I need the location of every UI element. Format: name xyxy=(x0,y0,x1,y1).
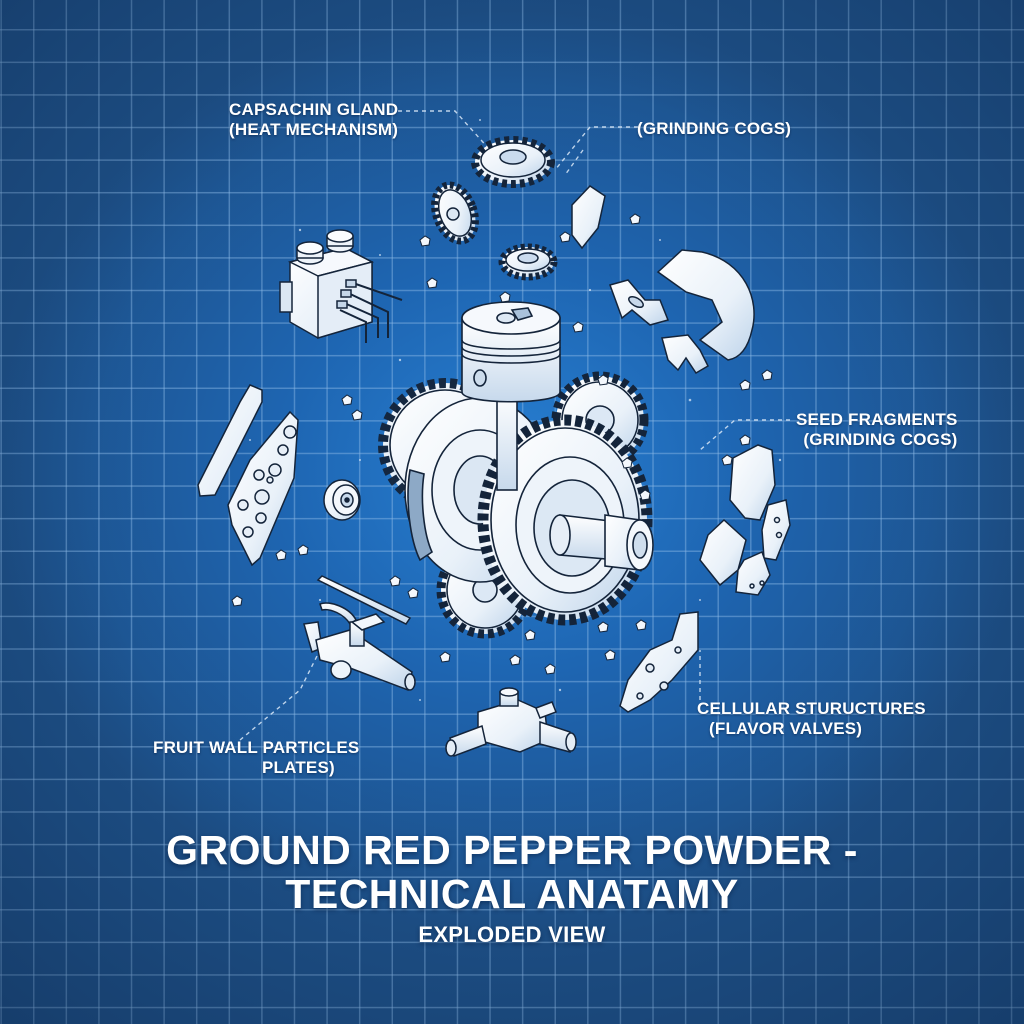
label-fruit-wall-particles-line2: PLATES) xyxy=(262,758,335,777)
leader-lines xyxy=(239,110,790,741)
small-gear-mid xyxy=(498,243,558,281)
perforated-plate xyxy=(227,410,299,567)
seed-fragments xyxy=(699,444,791,596)
label-seed-fragments: SEED FRAGMENTS (GRINDING COGS) xyxy=(796,410,957,450)
small-gear-top xyxy=(471,136,555,188)
title-line-2: TECHNICAL ANATAMY xyxy=(285,871,739,917)
bearing xyxy=(323,479,361,521)
label-capsaicin-gland-line1: CAPSACHIN GLAND xyxy=(229,100,399,119)
title-line-1: GROUND RED PEPPER POWDER - xyxy=(166,827,858,873)
small-gear-left xyxy=(431,181,479,245)
label-seed-fragments-line1: SEED FRAGMENTS xyxy=(796,410,958,429)
subtitle: EXPLODED VIEW xyxy=(418,922,606,947)
label-fruit-wall-particles: FRUIT WALL PARTICLES PLATES) xyxy=(153,738,359,778)
drive-shaft xyxy=(549,514,654,571)
dust xyxy=(249,119,782,701)
cellular-plate xyxy=(619,611,699,713)
bar-fragment xyxy=(197,384,263,497)
label-seed-fragments-line2: (GRINDING COGS) xyxy=(803,430,958,449)
wrench-fragment xyxy=(609,249,755,375)
label-capsaicin-gland-line2: (HEAT MECHANISM) xyxy=(229,120,399,139)
t-valve xyxy=(445,687,577,758)
capsaicin-gland-block xyxy=(279,229,403,343)
label-grinding-cogs-line1: (GRINDING COGS) xyxy=(637,119,792,138)
label-grinding-cogs: (GRINDING COGS) xyxy=(637,119,791,139)
title-block: GROUND RED PEPPER POWDER - TECHNICAL ANA… xyxy=(0,828,1024,950)
label-cellular-structures: CELLULAR STURUCTURES (FLAVOR VALVES) xyxy=(697,699,926,739)
label-capsaicin-gland: CAPSACHIN GLAND (HEAT MECHANISM) xyxy=(229,100,398,140)
label-cellular-structures-line2: (FLAVOR VALVES) xyxy=(709,719,863,738)
valve-pipe xyxy=(303,575,416,692)
piston xyxy=(461,301,561,491)
label-fruit-wall-particles-line1: FRUIT WALL PARTICLES xyxy=(153,738,360,757)
label-cellular-structures-line1: CELLULAR STURUCTURES xyxy=(697,699,926,718)
shard-fragment xyxy=(571,185,606,250)
